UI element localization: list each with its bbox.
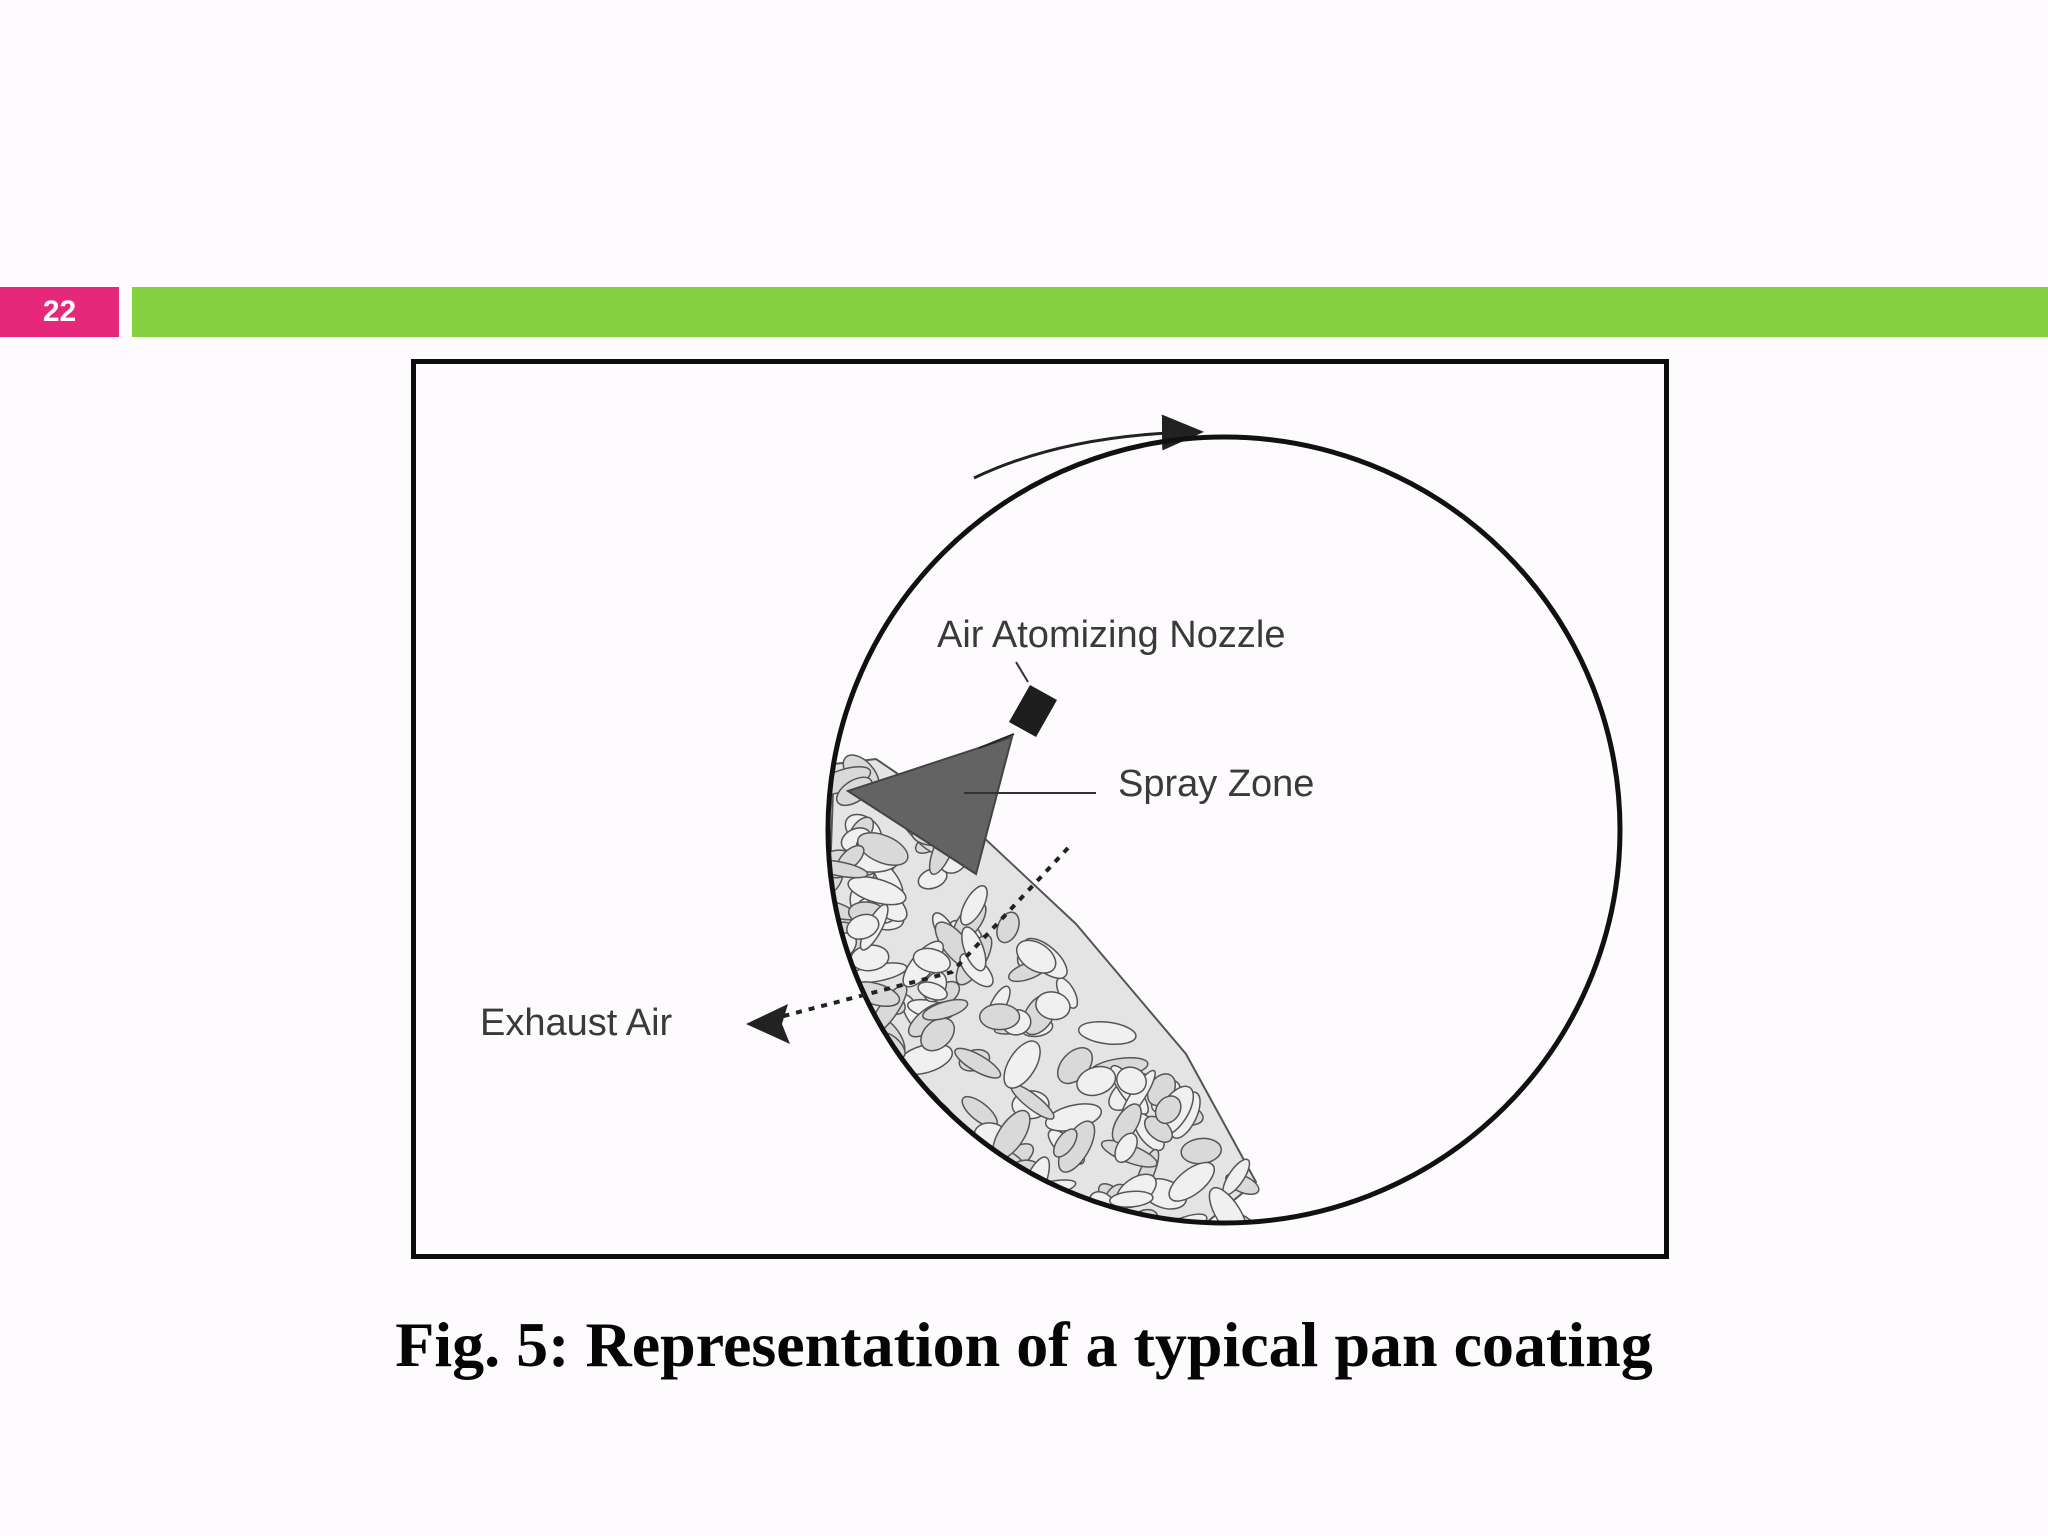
- tablet: [846, 913, 880, 940]
- slide-number: 22: [42, 295, 77, 328]
- tablet: [1076, 1065, 1117, 1097]
- tablet: [959, 885, 988, 926]
- tablet: [1108, 1190, 1154, 1208]
- tablet: [846, 1107, 891, 1153]
- tablet: [828, 1035, 861, 1057]
- spray-zone-label: Spray Zone: [1118, 763, 1314, 805]
- tablet: [1208, 1186, 1248, 1223]
- tablet: [915, 1156, 960, 1184]
- tablet: [874, 1110, 925, 1142]
- tablet: [912, 947, 951, 974]
- tablet: [1077, 1020, 1137, 1046]
- tablet: [828, 1141, 856, 1169]
- tablet: [961, 926, 987, 972]
- tablet: [939, 1222, 966, 1223]
- tablet: [849, 1147, 905, 1175]
- tablet: [1111, 1103, 1142, 1144]
- tablet: [996, 911, 1020, 944]
- tablet: [920, 1017, 956, 1052]
- tablet: [828, 983, 848, 1003]
- nozzle-leader-line: [1015, 661, 1029, 683]
- tablet: [938, 1171, 976, 1210]
- tablet: [1154, 1095, 1182, 1125]
- figure-caption: Fig. 5: Representation of a typical pan …: [395, 1309, 1653, 1380]
- tablet: [838, 1161, 882, 1193]
- tablet: [1052, 1128, 1078, 1158]
- tablet: [828, 1038, 854, 1062]
- nozzle-icon: [978, 685, 1057, 749]
- tablet: [932, 1182, 988, 1213]
- tablet: [994, 1207, 1053, 1223]
- tablet: [922, 998, 969, 1021]
- tablet: [873, 1216, 917, 1223]
- tablet: [879, 1150, 905, 1192]
- spray-zone: [845, 735, 1014, 876]
- tablet: [884, 1118, 935, 1151]
- tablet: [832, 1031, 888, 1063]
- tablet: [1015, 939, 1057, 974]
- tablet: [1035, 991, 1071, 1021]
- tablet: [954, 1047, 1002, 1079]
- tablet: [878, 1108, 906, 1146]
- exhaust-air-path: [775, 846, 1070, 1020]
- tablet: [877, 1217, 922, 1223]
- slide-number-badge: 22: [0, 287, 119, 337]
- tablet: [1011, 1176, 1036, 1223]
- tablet: [1003, 1040, 1041, 1089]
- tablet: [917, 981, 948, 1001]
- tablet: [932, 1196, 977, 1223]
- tablet: [863, 1130, 904, 1166]
- tablet: [847, 876, 907, 906]
- tablet: [828, 1207, 849, 1223]
- tablet: [926, 1203, 956, 1223]
- coating-pan: [825, 434, 1623, 1226]
- tablet: [828, 1130, 861, 1181]
- tablet: [849, 1093, 887, 1123]
- tablet: [1168, 1161, 1215, 1202]
- tablet: [857, 832, 909, 866]
- tablet: [978, 1003, 1021, 1031]
- tablet: [1116, 1066, 1147, 1095]
- tablet: [874, 1139, 923, 1167]
- tablet: [906, 1168, 951, 1191]
- tablet: [852, 1098, 909, 1115]
- exhaust-arrow-icon: [746, 1004, 790, 1044]
- tablet: [1114, 1132, 1138, 1164]
- figure-frame: Air Atomizing Nozzle Spray Zone Exhaust …: [411, 359, 1669, 1259]
- header-bar: [132, 287, 2048, 337]
- tablet: [828, 951, 841, 1001]
- tablet: [842, 1215, 887, 1223]
- pan-coating-diagram: Air Atomizing Nozzle Spray Zone Exhaust …: [480, 414, 1623, 1226]
- tablet: [846, 1165, 873, 1191]
- tablet: [904, 1195, 944, 1221]
- tablet: [947, 1183, 995, 1219]
- tablet: [854, 1160, 885, 1190]
- tablet: [865, 1109, 895, 1164]
- tablet: [916, 1177, 959, 1204]
- rotation-arrow: [973, 414, 1204, 480]
- tablet: [828, 1187, 855, 1222]
- tablet: [828, 859, 869, 879]
- tablet: [828, 1142, 842, 1170]
- tablet: [891, 1199, 923, 1223]
- tablet-bed: [828, 754, 1262, 1223]
- tablet: [883, 1185, 930, 1220]
- nozzle-label: Air Atomizing Nozzle: [937, 614, 1285, 656]
- exhaust-label: Exhaust Air: [480, 1002, 673, 1044]
- tablet: [860, 1164, 895, 1209]
